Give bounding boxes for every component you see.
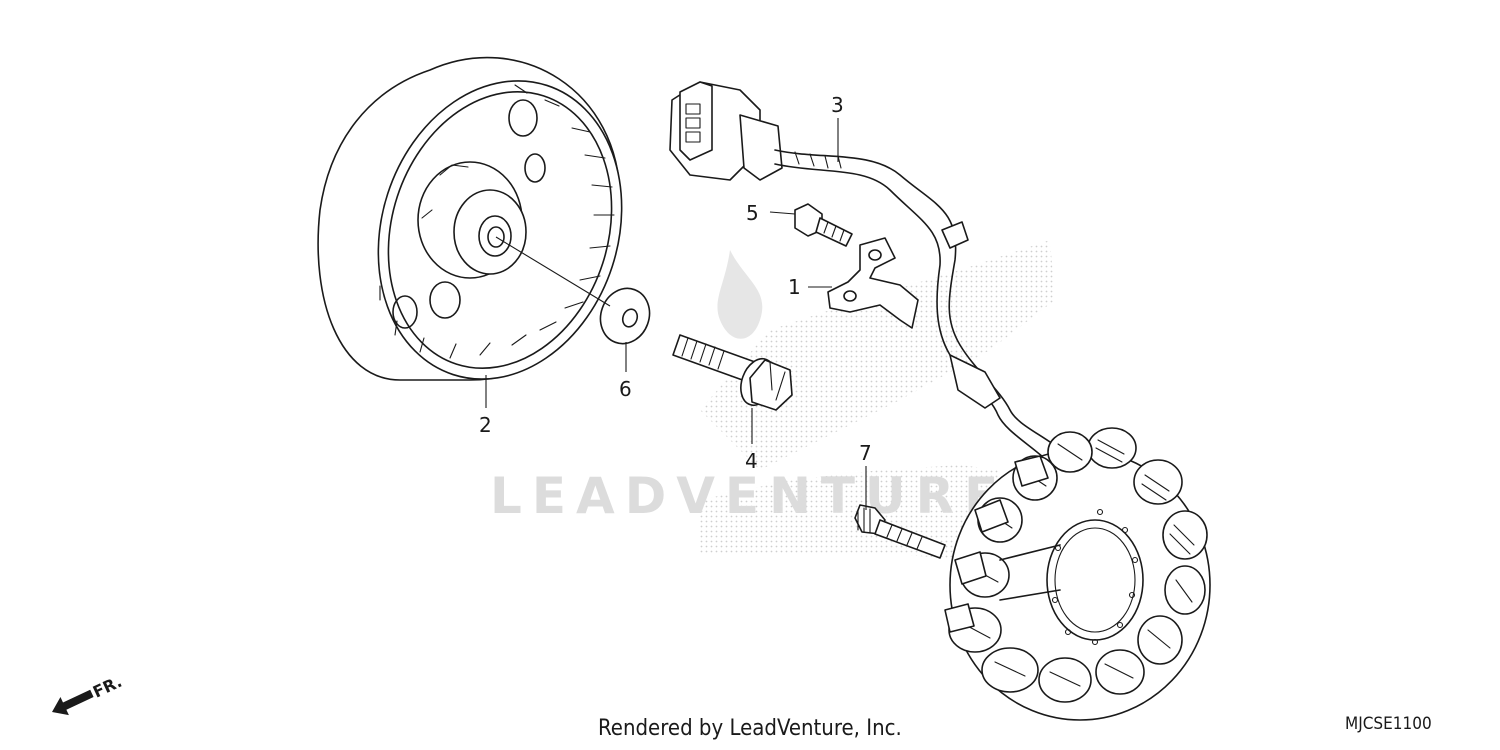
stator-assembly (669, 81, 1211, 721)
harness-clamp (827, 237, 919, 329)
front-direction-indicator: FR. (52, 672, 125, 716)
render-credit: Rendered by LeadVenture, Inc. (598, 716, 902, 741)
callout-2[interactable]: 2 (479, 413, 492, 437)
watermark-text: LEADVENTURE (490, 467, 1008, 525)
front-indicator-label: FR. (90, 672, 125, 702)
watermark-logo: LEADVENTURE (490, 240, 1055, 560)
harness-clamp-bolt (794, 203, 853, 247)
flywheel-rotor (317, 56, 623, 381)
callout-7[interactable]: 7 (859, 441, 872, 465)
callout-3[interactable]: 3 (831, 93, 844, 117)
callout-4[interactable]: 4 (745, 449, 758, 473)
callout-5[interactable]: 5 (746, 201, 759, 225)
washer (599, 287, 651, 345)
front-arrow-icon (52, 689, 94, 716)
callout-6[interactable]: 6 (619, 377, 632, 401)
drawing-code: MJCSE1100 (1345, 714, 1432, 734)
stator-bolt (854, 504, 946, 559)
callouts: 3 5 1 2 6 4 7 (479, 93, 872, 510)
flywheel-bolt (672, 334, 793, 411)
callout-1[interactable]: 1 (788, 275, 801, 299)
